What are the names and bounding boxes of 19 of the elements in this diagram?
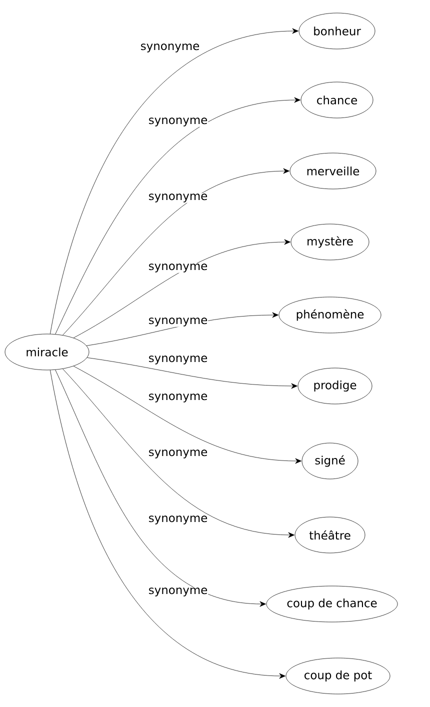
arrow <box>50 28 298 334</box>
arrow <box>50 370 286 679</box>
edge-label: synonyme <box>148 193 208 203</box>
arrow <box>73 239 290 338</box>
edge-label: synonyme <box>148 449 208 459</box>
arrow <box>86 357 298 389</box>
edge-label: synonyme <box>148 317 208 327</box>
arrow <box>55 97 300 334</box>
edge-label: synonyme <box>148 263 208 273</box>
edge-label: synonyme <box>148 393 208 403</box>
edge-label: synonyme <box>148 515 208 525</box>
arrow <box>55 370 266 607</box>
edge-label: synonyme <box>148 117 208 127</box>
edge-label: synonyme <box>148 355 208 365</box>
arrow <box>62 368 294 538</box>
edge-label: synonyme <box>140 43 200 53</box>
arrow <box>62 168 290 336</box>
arrow <box>73 366 302 464</box>
edge-label: synonyme <box>148 587 208 597</box>
